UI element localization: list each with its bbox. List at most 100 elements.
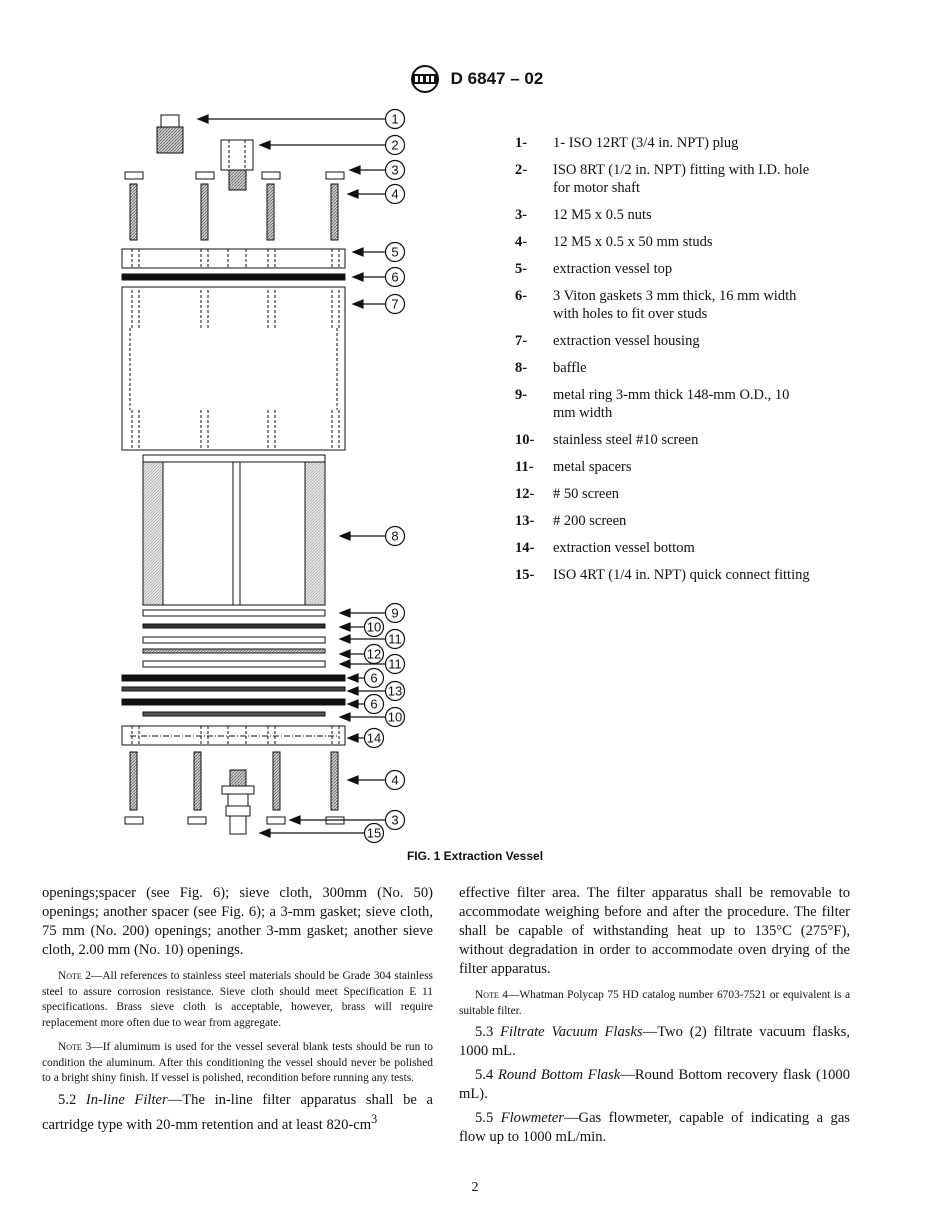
legend-number: 1- (515, 135, 528, 151)
part-gasket (121, 674, 346, 682)
legend-item: 8-baffle (515, 359, 815, 377)
callout-arrowhead (338, 622, 351, 632)
legend-text: 12 M5 x 0.5 nuts (553, 207, 652, 223)
callout-number: 3 (391, 813, 398, 828)
legend-number: 5- (515, 261, 528, 277)
legend-item: 13- # 200 screen (515, 512, 815, 530)
part-screen-10 (142, 711, 326, 717)
callout-number: 1 (391, 112, 398, 127)
callout-number: 11 (388, 632, 402, 647)
part-screen-50 (142, 648, 326, 654)
legend-item: 4- 12 M5 x 0.5 x 50 mm studs (515, 233, 815, 251)
callout-arrowhead (258, 140, 271, 150)
callout-circle (363, 822, 385, 844)
callout-arrowhead (288, 815, 301, 825)
callout-number: 13 (388, 684, 402, 699)
part-spacer (142, 636, 326, 644)
legend-text: # 200 screen (553, 513, 627, 529)
callout-circle (363, 693, 385, 715)
section-5-2: 5.2 In-line Filter—The in-line filter ap… (42, 1091, 433, 1133)
part-metal-ring (142, 609, 326, 617)
legend-item: 2- ISO 8RT (1/2 in. NPT) fitting with I.D… (515, 161, 815, 197)
callout-circle (384, 241, 406, 263)
page-number: 2 (471, 1180, 479, 1195)
callout-circle (384, 183, 406, 205)
part-quick-connect (221, 769, 255, 835)
legend-text: baffle (553, 360, 587, 376)
legend-number: 3- (515, 207, 528, 223)
legend-text: ISO 4RT (1/4 in. NPT) quick connect fitt… (553, 567, 810, 583)
callout-arrowhead (338, 634, 351, 644)
callout-number: 3 (391, 163, 398, 178)
legend-text: stainless steel #10 screen (553, 432, 699, 448)
paragraph: effective filter area. The filter appara… (459, 885, 850, 977)
callout-circle (384, 809, 406, 831)
legend-text: extraction vessel housing (553, 333, 700, 349)
callout-arrowhead (351, 272, 364, 282)
callout-arrowhead (338, 659, 351, 669)
callout-circle (384, 628, 406, 650)
legend-item: 5- extraction vessel top (515, 260, 815, 278)
callout-circle (384, 680, 406, 702)
callout-circle (384, 706, 406, 728)
callout-arrowhead (196, 114, 209, 124)
callout-number: 14 (367, 731, 381, 746)
legend-number: 2- (515, 162, 528, 178)
figure-caption: FIG. 1 Extraction Vessel (406, 849, 544, 863)
callout-number: 11 (388, 657, 402, 672)
section-5-4: 5.4 Round Bottom Flask—Round Bottom reco… (459, 1067, 851, 1102)
legend-text: extraction vessel top (553, 261, 673, 277)
callout-number: 7 (391, 297, 398, 312)
legend-number: 11- (515, 459, 534, 475)
callout-arrowhead (338, 712, 351, 722)
callout-arrowhead (346, 733, 359, 743)
callout-circle (384, 159, 406, 181)
callout-circle (363, 616, 385, 638)
legend-text: metal spacers (553, 459, 632, 475)
part-screen-200 (121, 686, 346, 692)
paragraph: openings;spacer (see Fig. 6); sieve clot… (42, 885, 433, 958)
page-header: D 6847 – 02 (0, 64, 950, 94)
callout-arrowhead (346, 686, 359, 696)
legend-number: 15- (515, 567, 535, 583)
legend-number: 13- (515, 513, 535, 529)
astm-logo (410, 65, 439, 93)
callout-circle (384, 653, 406, 675)
legend-item: 7-extraction vessel housing (515, 332, 815, 350)
legend-text: extraction vessel bottom (553, 540, 695, 556)
callout-number: 10 (388, 710, 402, 725)
callout-number: 15 (367, 826, 381, 841)
legend-text: ISO 8RT (1/2 in. NPT) fitting with I.D. … (553, 162, 810, 196)
callout-arrowhead (351, 247, 364, 257)
callout-arrowhead (351, 299, 364, 309)
callout-arrowhead (338, 649, 351, 659)
part-screen-10 (142, 623, 326, 629)
legend-item: 1- 1- ISO 12RT (3/4 in. NPT) plug (515, 134, 815, 152)
callout-number: 2 (391, 138, 398, 153)
legend-item: 12- # 50 screen (515, 485, 815, 503)
left-column: openings;spacer (see Fig. 6); sieve clot… (42, 884, 433, 1139)
part-fitting (220, 139, 254, 191)
callout-circle (384, 602, 406, 624)
callout-number: 4 (391, 187, 398, 202)
callout-number: 12 (367, 647, 381, 662)
legend-text: 1- ISO 12RT (3/4 in. NPT) plug (553, 135, 739, 151)
legend-item: 10- stainless steel #10 screen (515, 431, 815, 449)
section-5-3: 5.3 Filtrate Vacuum Flasks—Two (2) filtr… (459, 1024, 850, 1059)
callout-circle (363, 727, 385, 749)
legend-item: 3- 12 M5 x 0.5 nuts (515, 206, 815, 224)
legend-number: 9- (515, 387, 528, 403)
part-nuts-top (124, 171, 345, 180)
part-vessel-bottom (121, 725, 346, 746)
legend-text: # 50 screen (553, 486, 620, 502)
callout-circle (384, 266, 406, 288)
legend-text: 12 M5 x 0.5 x 50 mm studs (553, 234, 713, 250)
legend-number: 14- (515, 540, 535, 556)
callout-arrowhead (258, 828, 271, 838)
legend-number: 4- (515, 234, 528, 250)
legend-number: 10- (515, 432, 535, 448)
callout-number: 4 (391, 773, 398, 788)
legend-number: 12- (515, 486, 535, 502)
part-studs-bottom (129, 751, 339, 811)
